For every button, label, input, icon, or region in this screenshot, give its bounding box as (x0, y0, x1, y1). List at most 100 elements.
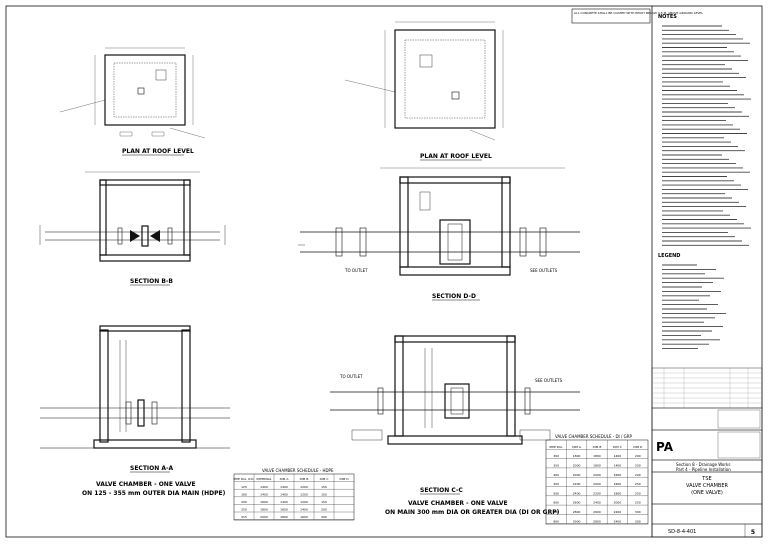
table-cell: 350 (553, 464, 559, 468)
table-cell: 1600 (260, 500, 268, 504)
table-cell: 450 (553, 482, 559, 486)
table-cell: 1600 (300, 515, 308, 519)
table-cell: 200 (635, 454, 641, 458)
table-cell: 1400 (260, 492, 268, 496)
drawing-number: SD-8-4-401 (668, 529, 696, 535)
table-left: VALVE CHAMBER SCHEDULE - HDPE PIPE DIA. … (234, 468, 355, 521)
table-cell: 250 (241, 508, 247, 512)
table-right-title: VALVE CHAMBER SCHEDULE - DI / GRP (555, 434, 632, 439)
table-cell: 250 (635, 482, 641, 486)
section-cc-title: SECTION C-C (420, 487, 463, 494)
table-cell: 2000 (593, 482, 601, 486)
table-header-cell: DIM C (320, 477, 329, 481)
table-cell: 1800 (593, 464, 601, 468)
drawing-title-3: (ONE VALVE) (691, 490, 723, 496)
table-cell: 1600 (614, 473, 622, 477)
table-header-cell: PIPE DIA. (549, 445, 563, 449)
table-left-title: VALVE CHAMBER SCHEDULE - HDPE (262, 468, 334, 473)
table-cell: 1200 (300, 492, 308, 496)
table-cell: 1600 (614, 482, 622, 486)
table-cell: 1400 (614, 454, 622, 458)
sheet-border (5, 5, 763, 538)
table-cell: 2200 (593, 491, 601, 495)
table-cell: 125 (241, 485, 247, 489)
table-cell: 2000 (573, 473, 581, 477)
table-cell: 2200 (573, 482, 581, 486)
table-cell: 2000 (614, 501, 622, 505)
table-cell: 1600 (280, 508, 288, 512)
legend-block (662, 264, 726, 350)
section-dd-title: SECTION D-D (432, 293, 476, 300)
table-cell: 1400 (280, 485, 288, 489)
section-dd-view (298, 167, 580, 276)
table-cell: 2400 (593, 501, 601, 505)
drawing-title-1: TSE (701, 476, 711, 482)
table-cell: 200 (321, 508, 327, 512)
top-note-box (571, 8, 651, 24)
table-cell: 2400 (614, 519, 622, 523)
table-cell: 2400 (573, 491, 581, 495)
table-header-cell: DIM C (613, 445, 622, 449)
table-cell: 1400 (280, 500, 288, 504)
table-cell: 400 (553, 473, 559, 477)
table-header-cell: DIM B (593, 445, 602, 449)
caption-right-line1: VALVE CHAMBER - ONE VALVE (408, 500, 508, 507)
table-cell: 1800 (280, 515, 288, 519)
table-cell: 315 (241, 515, 247, 519)
table-cell: 500 (553, 491, 559, 495)
table-cell: 1400 (614, 464, 622, 468)
table-cell: 1800 (593, 454, 601, 458)
table-header-cell: DIM A (280, 477, 290, 481)
table-cell: 300 (635, 519, 641, 523)
table-cell: 1800 (614, 491, 622, 495)
plan-right-title: PLAN AT ROOF LEVEL (420, 153, 492, 160)
cc-see-outlets: SEE OUTLETS (535, 378, 563, 383)
table-cell: 150 (321, 492, 327, 496)
table-cell: 2000 (573, 464, 581, 468)
table-header-cell: PIPE DIA. O.D. (234, 477, 255, 481)
section-cc-view (330, 335, 580, 445)
top-note: ALL CONCRETE SHALL BE COATED WITH EPOXY … (574, 11, 703, 15)
legend-heading: LEGEND (658, 253, 680, 259)
table-header-cell: DIM D (339, 477, 349, 481)
table-header-cell: DIM A (572, 445, 582, 449)
table-cell: 2200 (614, 510, 622, 514)
project-line1: Section 8 - Drainage Works (676, 462, 730, 467)
client-logo-text: PA (656, 440, 674, 454)
table-header-cell: INTERNAL (257, 477, 272, 481)
table-header-cell: DIM D (633, 445, 643, 449)
table-cell: 2000 (593, 473, 601, 477)
plan-left-view (59, 47, 206, 139)
dd-see-outlets: SEE OUTLETS (530, 268, 558, 273)
plan-left-title: PLAN AT ROOF LEVEL (122, 148, 194, 155)
caption-left-line1: VALVE CHAMBER - ONE VALVE (96, 481, 196, 488)
caption-right-line2: ON MAIN 300 mm DIA OR GREATER DIA (DI OR… (385, 509, 560, 516)
table-cell: 1200 (300, 500, 308, 504)
table-cell: 1800 (573, 454, 581, 458)
table-cell: 200 (241, 500, 247, 504)
table-right: VALVE CHAMBER SCHEDULE - DI / GRP PIPE D… (545, 434, 649, 525)
table-cell: 150 (321, 485, 327, 489)
sheet-number: 5 (751, 529, 755, 536)
section-aa-view (40, 325, 230, 449)
section-bb-view (39, 171, 226, 262)
title-block (651, 367, 763, 538)
table-cell: 1400 (260, 485, 268, 489)
dd-to-outlet: TO OUTLET (344, 268, 368, 273)
table-cell: 2600 (573, 501, 581, 505)
table-cell: 2000 (260, 515, 268, 519)
table-cell: 1400 (300, 508, 308, 512)
table-cell: 2600 (593, 510, 601, 514)
drawing-title-2: VALVE CHAMBER (686, 483, 729, 489)
notes-text-block (662, 25, 751, 246)
table-cell: 200 (635, 473, 641, 477)
table-cell: 200 (635, 464, 641, 468)
table-cell: 160 (241, 492, 247, 496)
table-cell: 600 (553, 501, 559, 505)
notes-heading: NOTES (658, 14, 677, 20)
table-cell: 1200 (300, 485, 308, 489)
table-header-cell: DIM B (300, 477, 309, 481)
section-bb-title: SECTION B-B (130, 278, 173, 285)
